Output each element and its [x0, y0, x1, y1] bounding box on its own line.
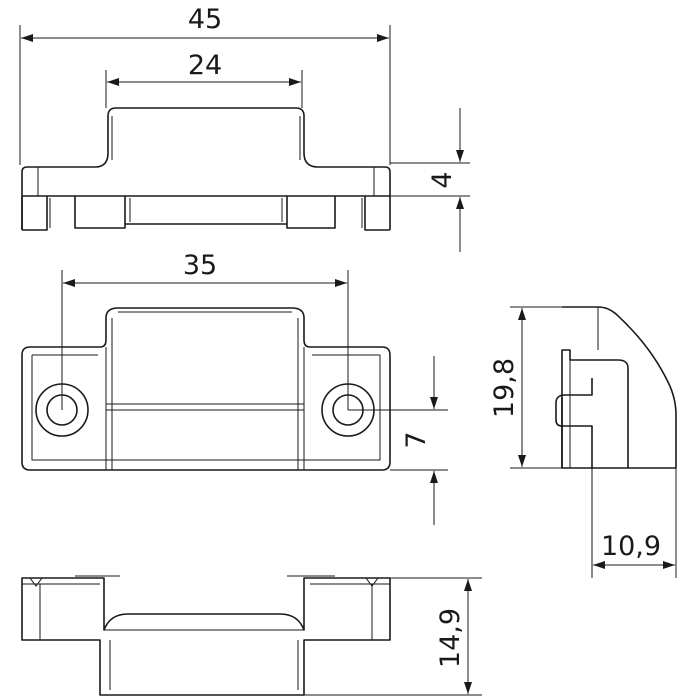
top-view-outline: [21, 307, 391, 471]
front-view-details: [37, 116, 375, 228]
front-view-base: [21, 195, 390, 231]
bottom-view-left-marker: [29, 577, 43, 587]
side-view-slot: [555, 378, 593, 468]
dim-label-total-height: 14,9: [435, 608, 466, 668]
dim-label-side-depth: 10,9: [601, 531, 661, 562]
dim-label-hole-offset: 7: [401, 431, 432, 448]
bottom-view-details: [22, 575, 390, 690]
bottom-view-outline: [21, 577, 391, 696]
top-view-inner: [31, 311, 381, 470]
bottom-view: 14,9: [21, 575, 482, 696]
side-view-inner: [569, 307, 599, 468]
bottom-view-right-marker: [365, 577, 379, 587]
side-view: 19,8 10,9: [489, 306, 677, 578]
dim-label-overall-width: 45: [188, 4, 222, 35]
dim-label-base-height: 4: [427, 171, 458, 188]
dim-label-hole-spacing: 35: [183, 250, 217, 281]
dim-label-side-height: 19,8: [489, 358, 520, 418]
front-view: 45 24 4: [19, 4, 470, 252]
top-view: 35 7: [21, 250, 448, 525]
dim-label-top-width: 24: [188, 50, 222, 81]
side-view-outline: [561, 306, 677, 469]
